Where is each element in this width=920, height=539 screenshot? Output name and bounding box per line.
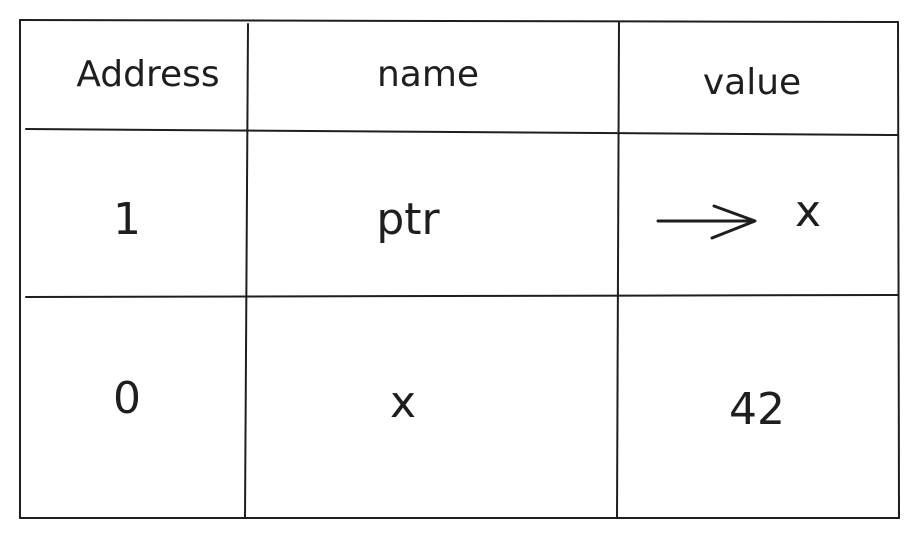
cell-value: 42 [729, 384, 785, 435]
header-address: Address [76, 54, 219, 95]
table-row: 1 ptr x [113, 186, 821, 245]
row-divider-middle [25, 294, 899, 298]
row-divider-header [25, 128, 899, 136]
table-border [19, 19, 900, 519]
table-border-top [19, 19, 899, 23]
arrow-head [710, 204, 757, 240]
cell-value: x [795, 186, 821, 237]
table-row: 0 x 42 [113, 373, 785, 435]
header-name: name [377, 54, 479, 95]
arrow-right-icon [656, 204, 757, 240]
cell-address: 1 [113, 194, 141, 245]
column-divider-2 [616, 21, 620, 519]
cell-address: 0 [113, 373, 141, 424]
table-border-right [897, 21, 900, 519]
cell-name: x [390, 377, 416, 428]
column-divider-1 [244, 23, 249, 519]
cell-name: ptr [376, 194, 440, 245]
header-value: value [703, 62, 801, 103]
